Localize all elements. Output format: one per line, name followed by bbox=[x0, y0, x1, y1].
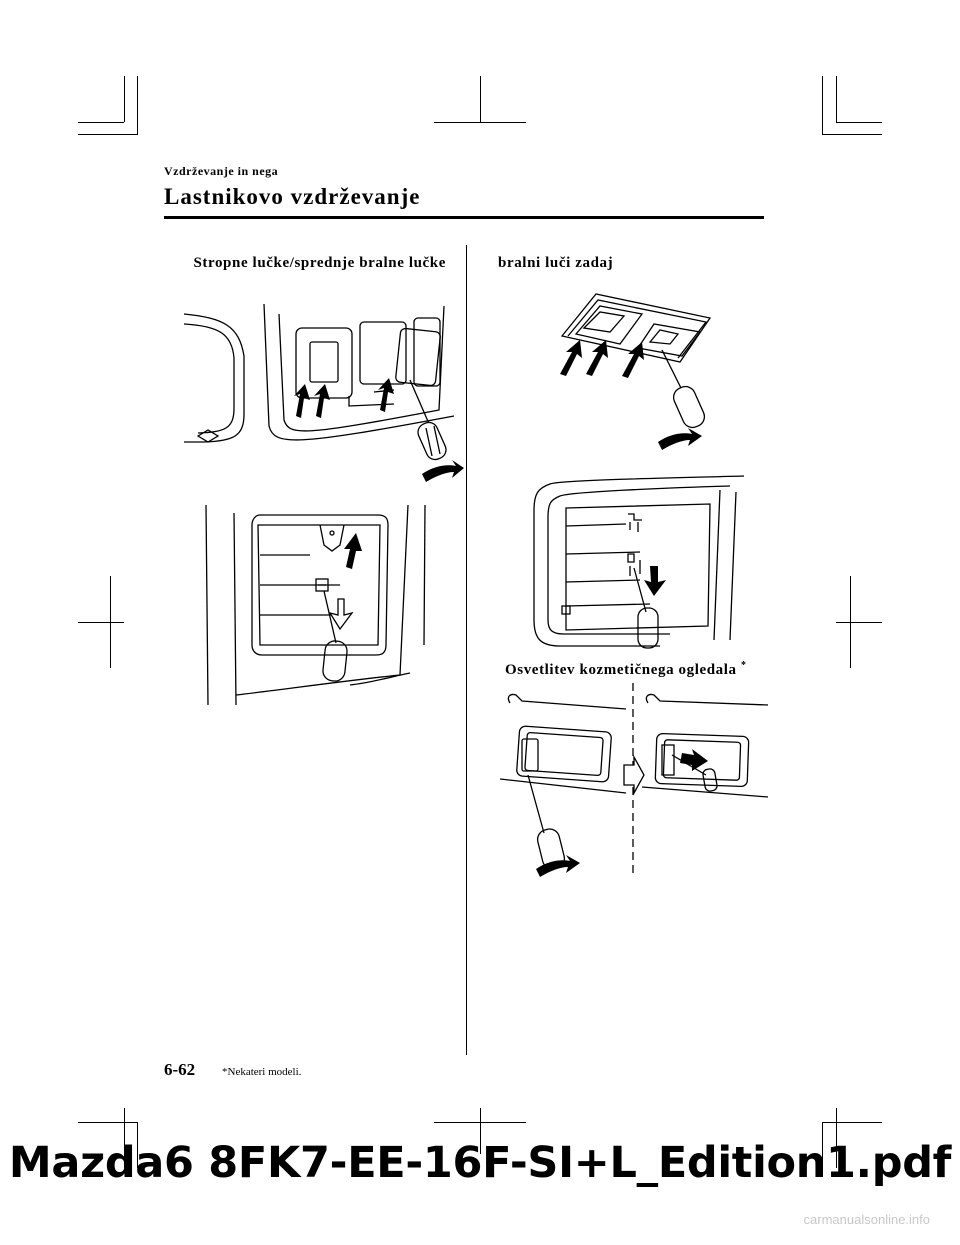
watermark: carmanualsonline.info bbox=[803, 1212, 930, 1227]
caption-vanity-text: Osvetlitev kozmetičnega ogledala bbox=[505, 662, 737, 678]
section-label: Vzdrževanje in nega bbox=[164, 164, 279, 178]
rear-bulb-illustration bbox=[533, 475, 745, 649]
title-rule bbox=[164, 216, 764, 219]
rear-lights-illustration bbox=[560, 293, 712, 450]
page-title: Lastnikovo vzdrževanje bbox=[164, 184, 421, 209]
vanity-light-illustration bbox=[499, 683, 769, 878]
asterisk-mark: * bbox=[741, 660, 747, 671]
caption-front-lights: Stropne lučke/sprednje bralne lučke bbox=[193, 255, 446, 271]
caption-vanity: Osvetlitev kozmetičnega ogledala * bbox=[505, 660, 747, 679]
column-divider bbox=[466, 245, 467, 1055]
caption-rear-lights: bralni luči zadaj bbox=[498, 255, 614, 271]
footnote: *Nekateri modeli. bbox=[222, 1066, 302, 1078]
page-number: 6-62 bbox=[164, 1060, 196, 1079]
document-filename: Mazda6 8FK7-EE-16F-SI+L_Edition1.pdf bbox=[8, 1138, 952, 1188]
front-console-illustration bbox=[184, 303, 464, 482]
front-bulb-illustration bbox=[205, 505, 426, 706]
